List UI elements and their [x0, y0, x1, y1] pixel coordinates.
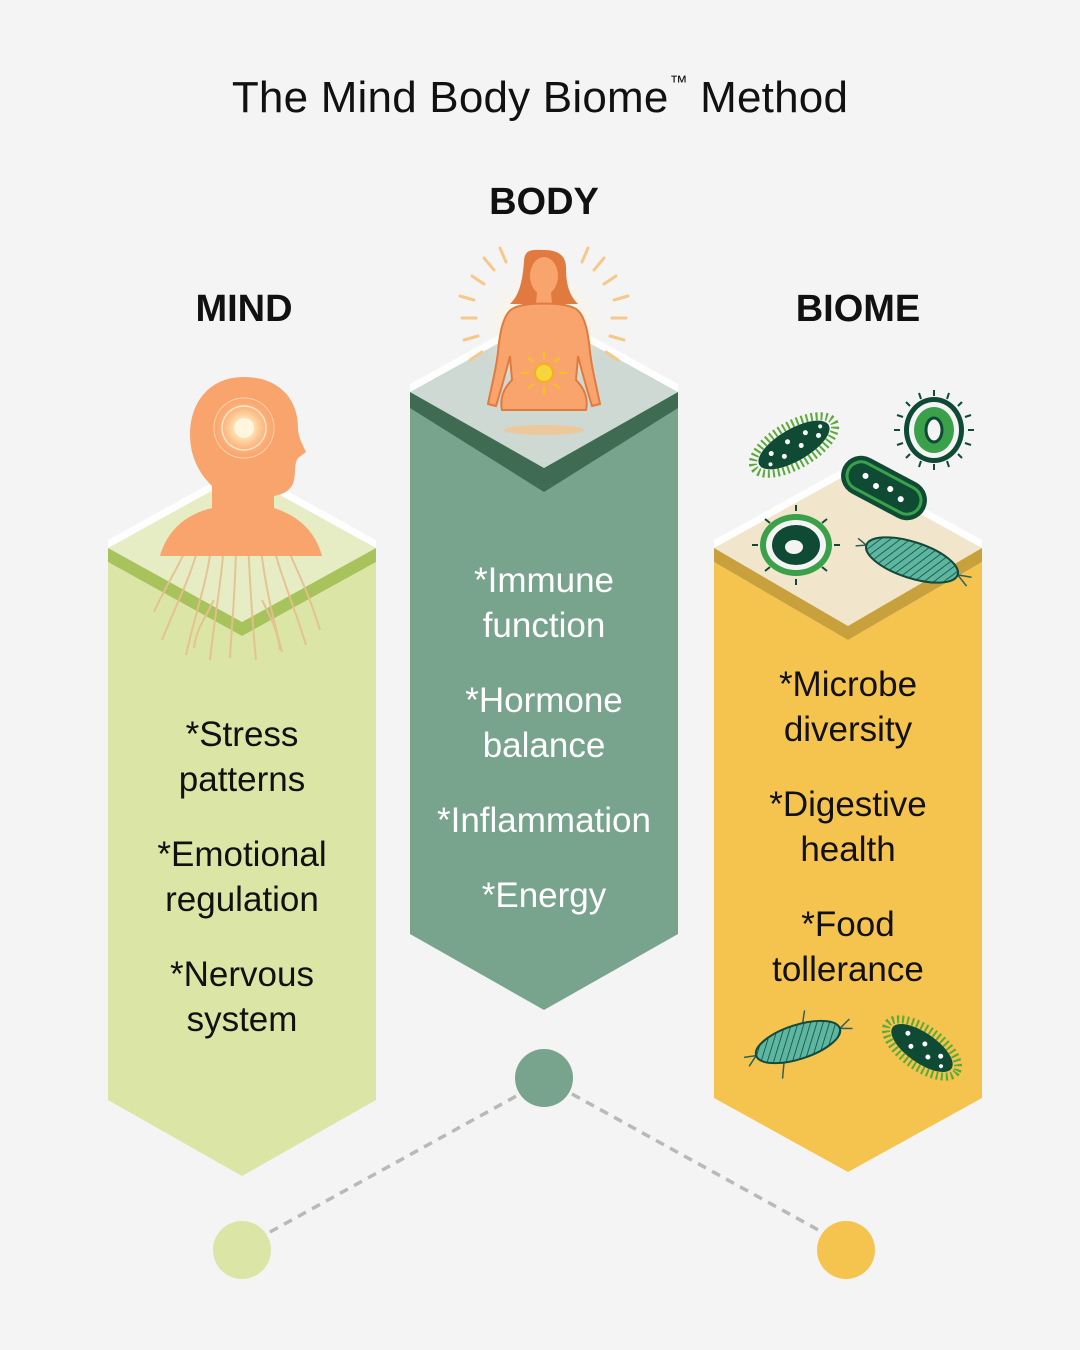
hairy-rod-microbe-icon — [748, 412, 840, 478]
mind-dot — [213, 1221, 271, 1279]
bean-microbe-icon — [841, 455, 927, 521]
biome-dot — [817, 1221, 875, 1279]
list-item: *Energy — [481, 876, 607, 915]
striated-microbe-bottom-icon — [744, 1010, 853, 1079]
hairy-rod-microbe-bottom-icon — [881, 1015, 963, 1081]
page-title: The Mind Body Biome™ Method — [231, 72, 849, 122]
body-dot — [515, 1049, 573, 1107]
list-item: *Inflammation — [437, 801, 651, 840]
striated-microbe-icon — [855, 536, 972, 587]
ring-microbe-icon — [752, 505, 840, 585]
biome-heading: BIOME — [795, 288, 921, 330]
head-with-roots-icon — [153, 377, 322, 661]
microbes-icon — [744, 390, 974, 1081]
trademark-mark: ™ — [669, 72, 688, 92]
mind-heading: MIND — [195, 288, 293, 330]
body-heading: BODY — [489, 181, 599, 223]
connector — [213, 1049, 875, 1279]
round-microbe-icon — [894, 390, 974, 470]
glowing-woman-figure-icon — [458, 246, 630, 435]
